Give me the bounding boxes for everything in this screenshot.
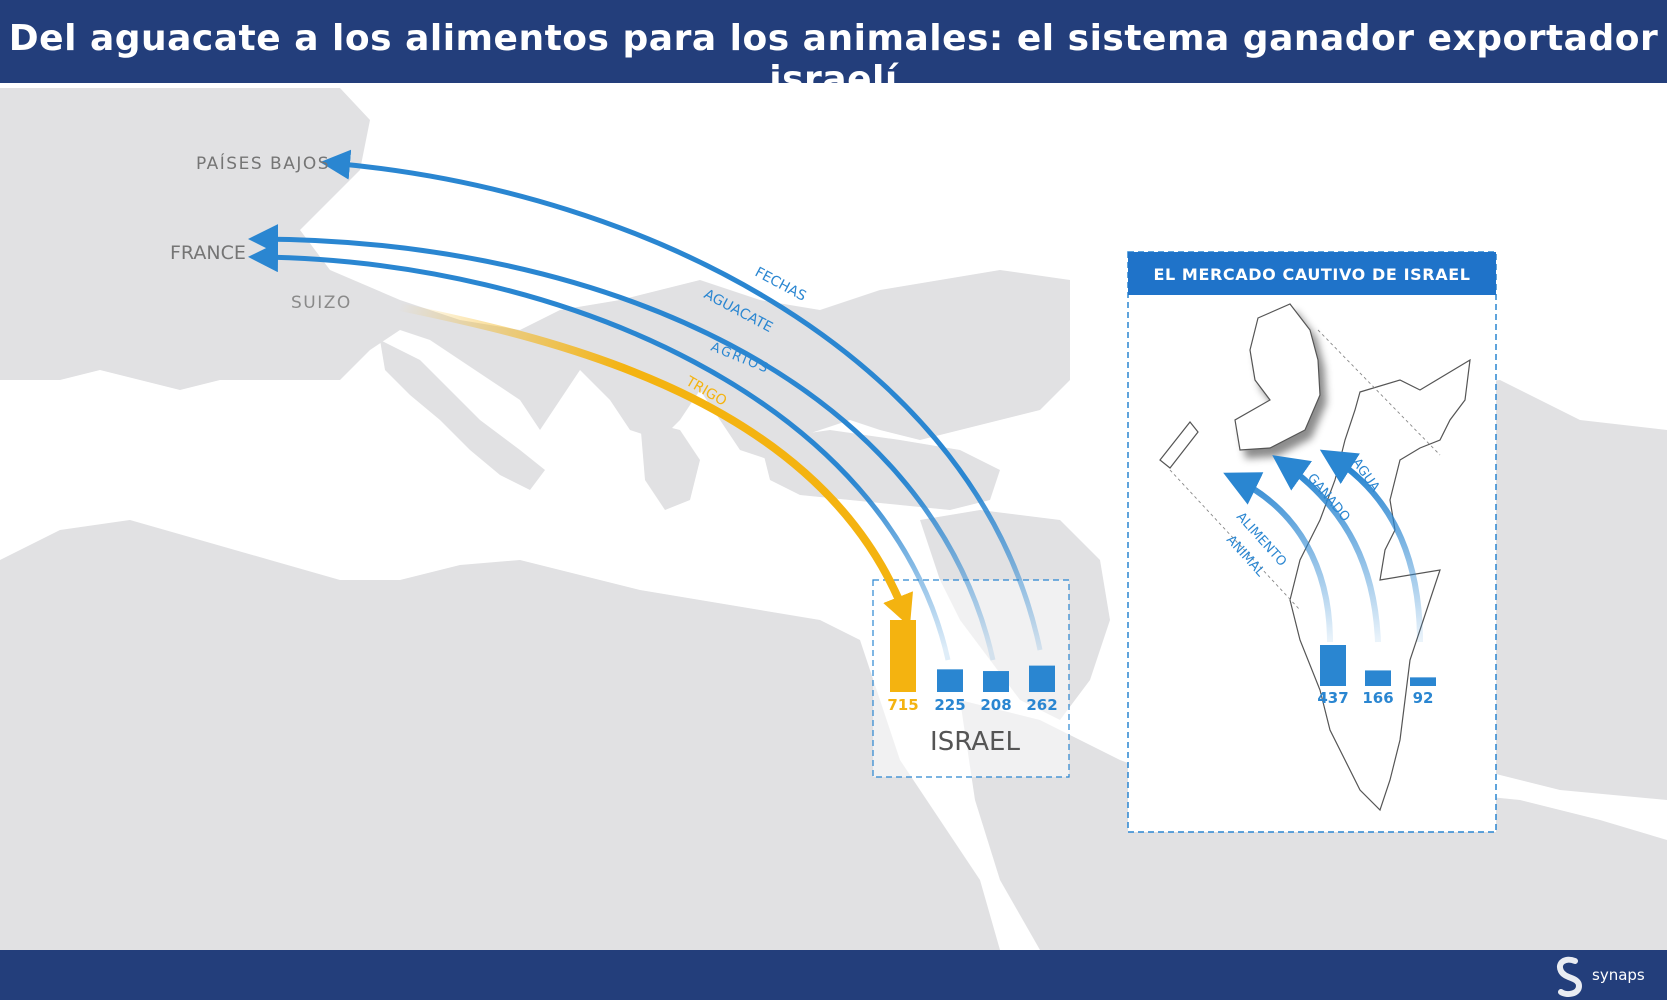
inset-header (1128, 252, 1496, 295)
page-title: Del aguacate a los alimentos para los an… (8, 18, 1659, 100)
inset-arcs (1223, 449, 1423, 643)
inset-value-label: 437 (1317, 689, 1348, 707)
inset-title: EL MERCADO CAUTIVO DE ISRAEL (1153, 265, 1470, 284)
export-bar-262 (1029, 665, 1055, 692)
arc-ganado (1272, 455, 1381, 643)
inset-panel: EL MERCADO CAUTIVO DE ISRAEL AGUA GANADO… (1127, 251, 1497, 833)
inset-map (1159, 303, 1471, 812)
export-bar-225 (937, 669, 963, 692)
inset-bar-166 (1365, 670, 1391, 686)
export-bar-208 (983, 671, 1009, 692)
export-value-label: 208 (980, 696, 1011, 714)
footer-bar (0, 950, 1667, 1000)
country-labels: PAÍSES BAJOS FRANCE SUIZO (170, 152, 352, 313)
export-bar-715 (890, 620, 916, 692)
inset-bar-437 (1320, 645, 1346, 686)
west-bank-outline (1234, 303, 1321, 451)
label-france: FRANCE (170, 242, 246, 264)
connector-line-2 (1169, 469, 1301, 611)
arc-agrios (248, 242, 951, 661)
europe-landmass (0, 88, 1070, 460)
arc-aguacate (248, 224, 996, 661)
connector-line-1 (1317, 329, 1441, 456)
arc-trigo (399, 303, 913, 627)
arc-agua (1319, 449, 1423, 643)
export-value-label: 715 (887, 696, 918, 714)
inset-value-label: 166 (1362, 689, 1393, 707)
export-value-label: 262 (1026, 696, 1057, 714)
arc-fechas (320, 149, 1043, 651)
gaza-outline (1159, 421, 1199, 469)
header-bar (0, 0, 1667, 83)
label-fechas: FECHAS (752, 264, 809, 304)
inset-bars: 437 166 92 (1317, 645, 1436, 707)
israel-label: ISRAEL (930, 727, 1020, 757)
israel-outline (1289, 358, 1471, 812)
export-bars: 715 225 208 262 (887, 620, 1058, 714)
africa (0, 520, 1000, 950)
label-switzerland: SUIZO (291, 293, 352, 313)
flow-arcs (248, 149, 1043, 661)
inset-bar-92 (1410, 677, 1436, 686)
italy (380, 340, 545, 490)
greece (640, 420, 700, 510)
arc-alimento (1223, 472, 1333, 643)
inset-value-label: 92 (1413, 689, 1434, 707)
synaps-logo-icon (1557, 956, 1583, 997)
export-value-label: 225 (934, 696, 965, 714)
brand-name: synaps (1592, 966, 1645, 984)
label-netherlands: PAÍSES BAJOS (196, 152, 330, 174)
